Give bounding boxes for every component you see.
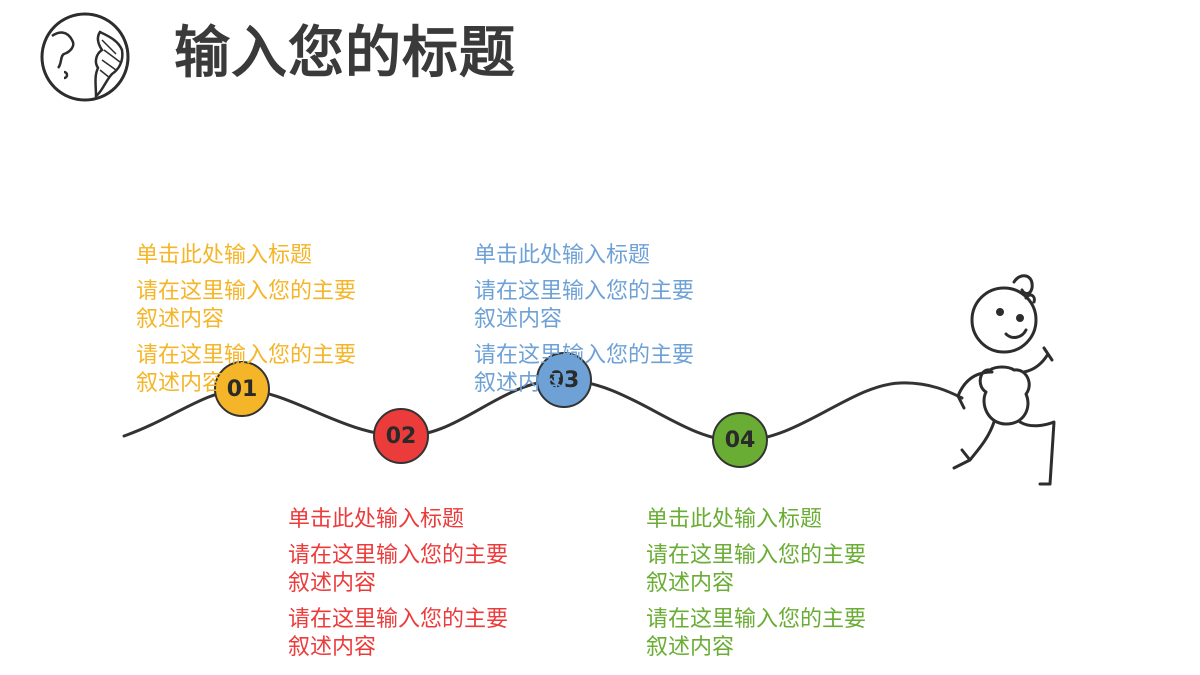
globe-icon (40, 12, 130, 102)
page-title: 输入您的标题 (174, 21, 516, 86)
step-marker-02: 02 (373, 408, 429, 464)
step-heading: 单击此处输入标题 (474, 243, 651, 268)
step-description: 请在这里输入您的主要叙述内容 (474, 279, 695, 332)
step-block-02: 单击此处输入标题 请在这里输入您的主要叙述内容 请在这里输入您的主要叙述内容 (288, 506, 528, 670)
step-marker-04: 04 (712, 412, 768, 468)
step-block-04: 单击此处输入标题 请在这里输入您的主要叙述内容 请在这里输入您的主要叙述内容 (646, 506, 886, 670)
step-marker-01: 01 (214, 361, 270, 417)
step-description: 请在这里输入您的主要叙述内容 (136, 343, 357, 396)
step-description: 请在这里输入您的主要叙述内容 (288, 607, 509, 660)
step-block-03: 单击此处输入标题 请在这里输入您的主要叙述内容 请在这里输入您的主要叙述内容 (474, 242, 714, 406)
step-description: 请在这里输入您的主要叙述内容 (646, 543, 867, 596)
step-heading: 单击此处输入标题 (288, 507, 465, 532)
running-figure-icon (952, 274, 1056, 486)
step-description: 请在这里输入您的主要叙述内容 (646, 607, 867, 660)
step-description: 请在这里输入您的主要叙述内容 (136, 279, 357, 332)
step-description: 请在这里输入您的主要叙述内容 (474, 343, 695, 396)
step-marker-03: 03 (536, 352, 592, 408)
step-block-01: 单击此处输入标题 请在这里输入您的主要叙述内容 请在这里输入您的主要叙述内容 (136, 242, 376, 406)
step-heading: 单击此处输入标题 (136, 243, 313, 268)
step-heading: 单击此处输入标题 (646, 507, 823, 532)
step-description: 请在这里输入您的主要叙述内容 (288, 543, 509, 596)
